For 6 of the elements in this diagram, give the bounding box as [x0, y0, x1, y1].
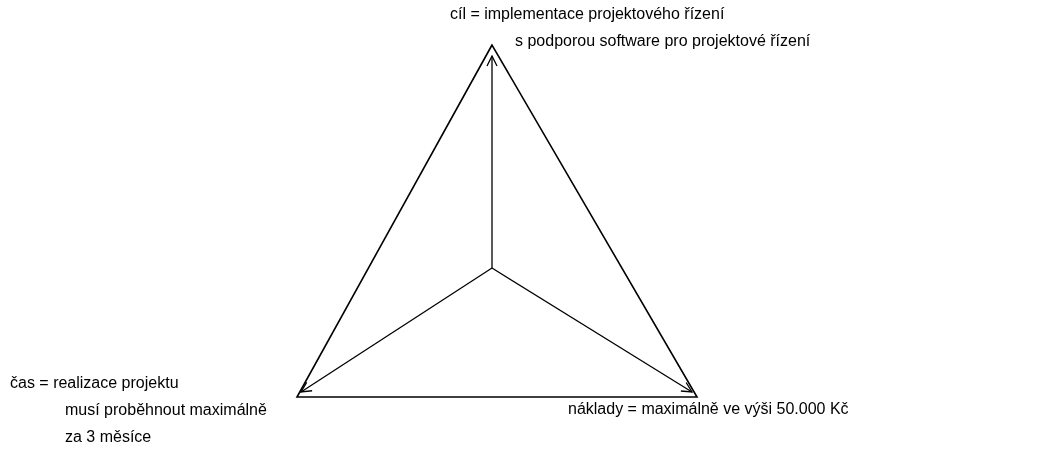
vertex-label: čas = realizace projektu musí proběhnout maximálně za 3 měsíce	[10, 369, 267, 450]
arrow	[491, 267, 693, 393]
arrow	[486, 55, 498, 269]
vertex-label: cíl = implementace projektového řízení s podporou software pro projektové řízení	[450, 0, 811, 54]
vertex-label: náklady = maximálně ve výši 50.000 Kč	[568, 395, 849, 422]
arrow	[300, 267, 493, 393]
